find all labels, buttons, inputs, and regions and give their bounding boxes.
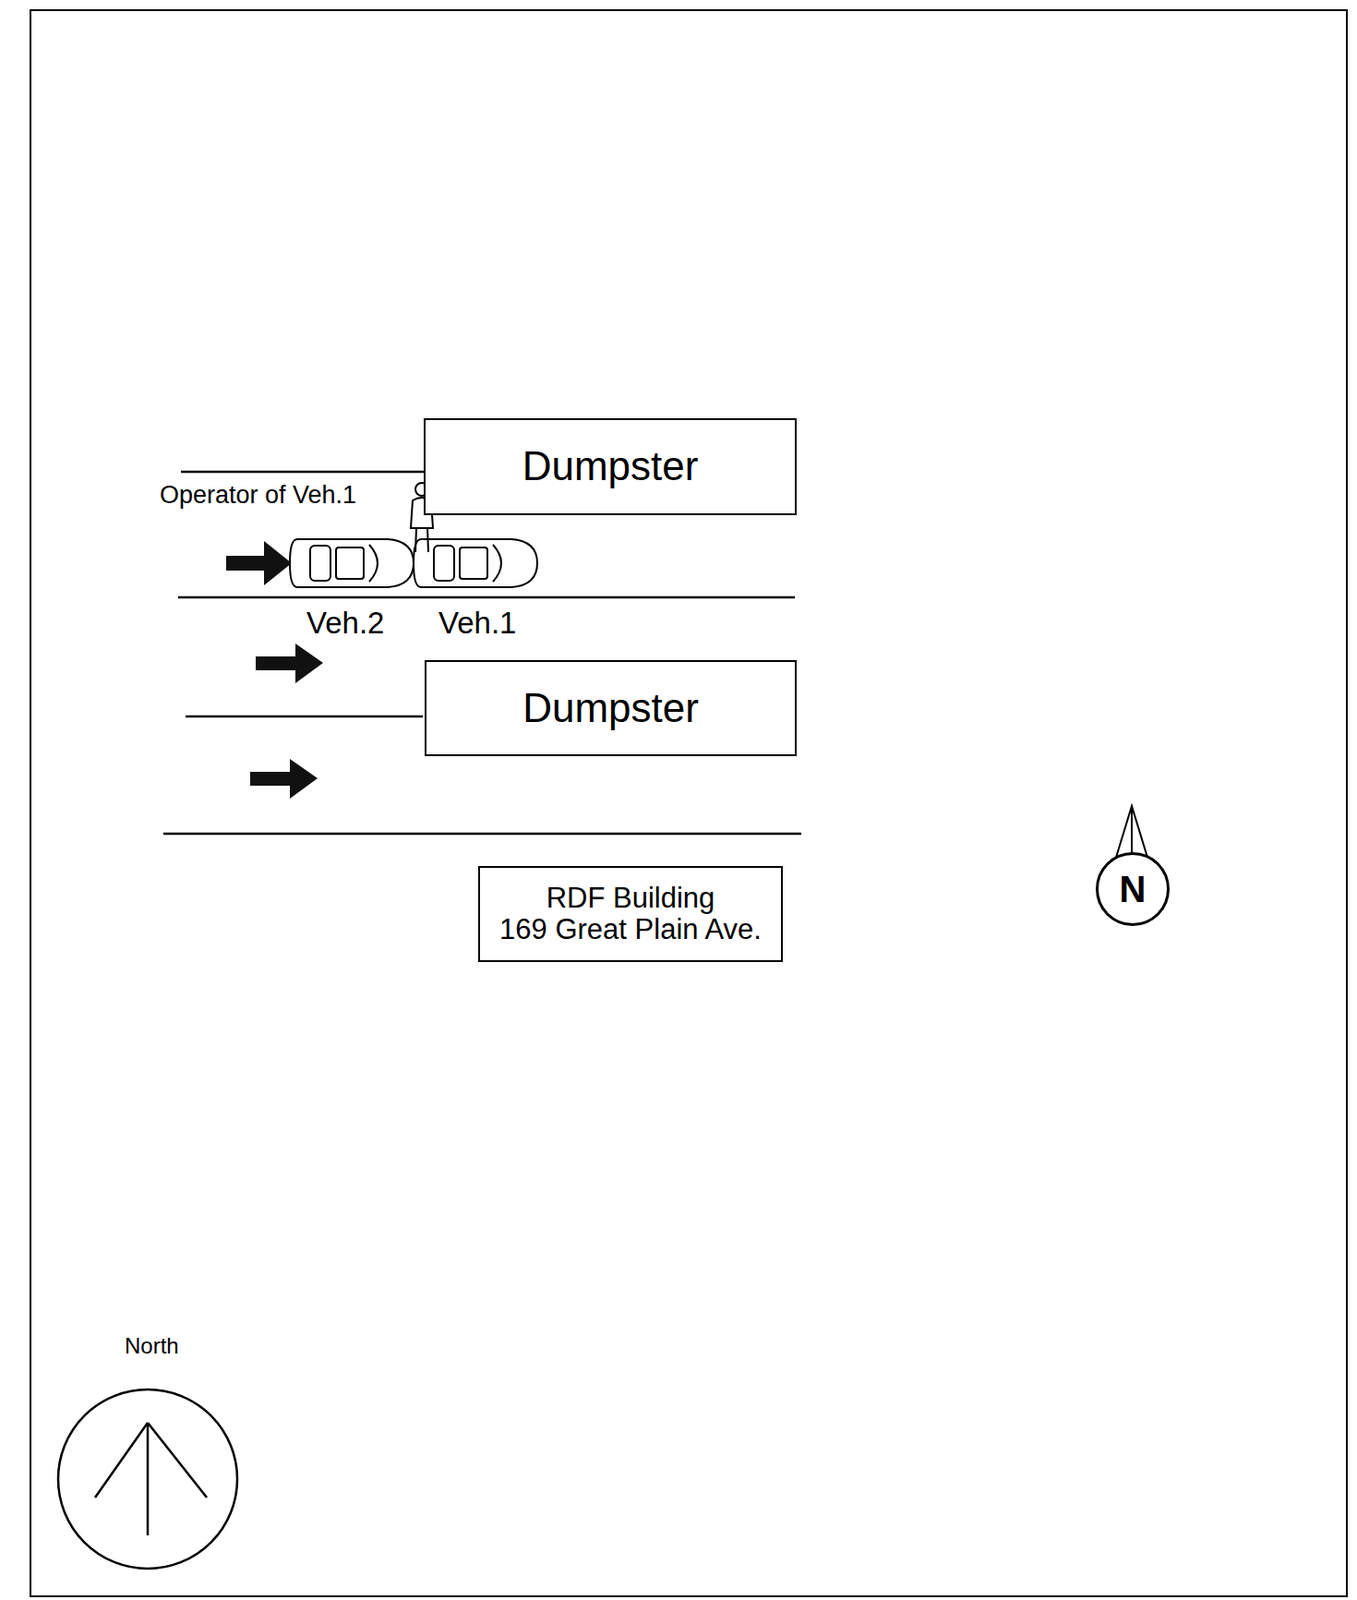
vehicle-2 — [289, 539, 414, 588]
vehicle-label: Veh.2 — [306, 606, 385, 640]
page-frame — [30, 10, 1347, 1597]
vehicle-1 — [413, 539, 538, 588]
dumpster-box: Dumpster — [424, 660, 797, 757]
node-text: RDF Building — [546, 882, 716, 914]
vehicle-label: Veh.1 — [438, 606, 517, 640]
building-box: RDF Building169 Great Plain Ave. — [478, 865, 783, 962]
node-text: 169 Great Plain Ave. — [499, 913, 762, 946]
north-compass — [58, 1389, 238, 1569]
operator-label: Operator of Veh.1 — [159, 481, 357, 510]
node-text: N — [1119, 868, 1147, 910]
north-circle: N — [1095, 852, 1170, 926]
node-text: Dumpster — [522, 444, 699, 489]
node-text: Dumpster — [522, 685, 699, 731]
road-lines — [163, 471, 802, 834]
dumpster-box: Dumpster — [423, 418, 797, 516]
north-label: North — [124, 1333, 180, 1358]
